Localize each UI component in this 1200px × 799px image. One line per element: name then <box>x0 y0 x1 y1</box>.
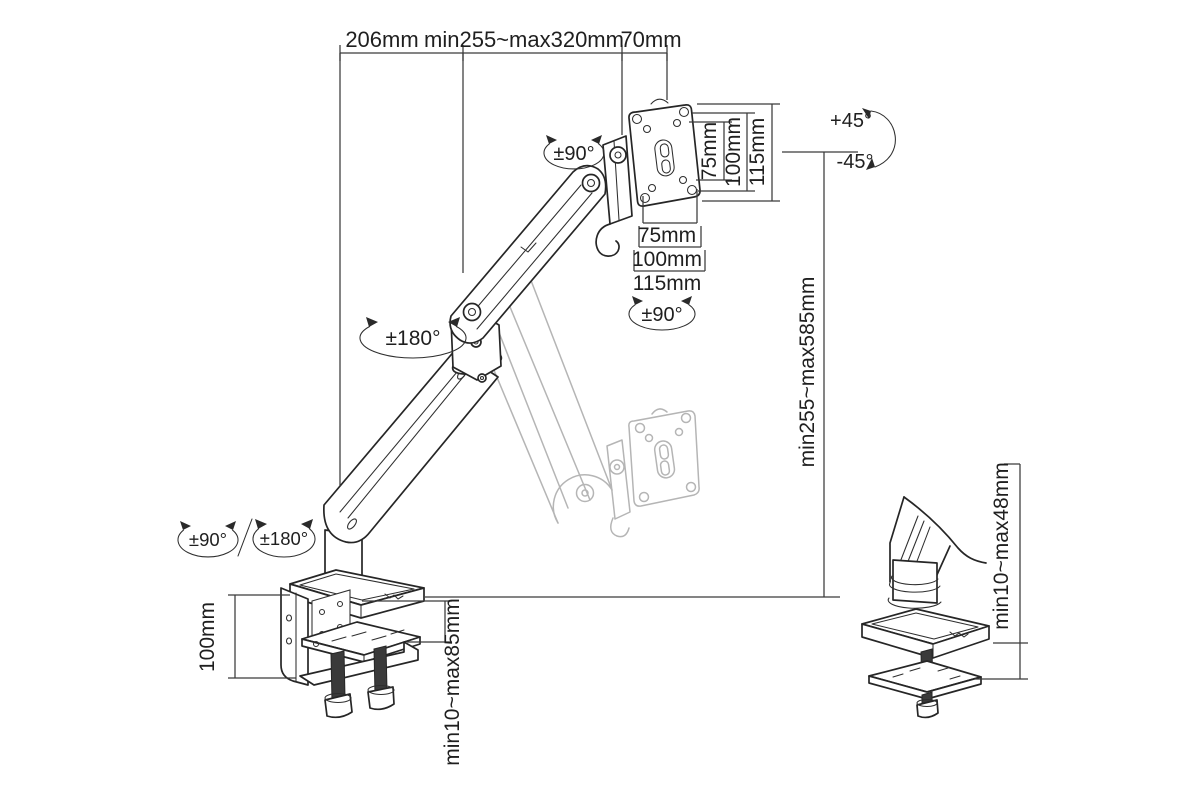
vesa-bottom-dimensions: 75mm 100mm 115mm <box>632 189 706 295</box>
grommet-base <box>861 608 990 659</box>
clamp-screw-2 <box>367 645 395 711</box>
clamp-bracket <box>280 587 309 686</box>
ghost-arm-position <box>461 251 700 538</box>
label-head-swivel: ±90° <box>553 143 594 165</box>
elbow-swivel-annotation: ±180° <box>359 317 467 359</box>
vesa-side-dimensions: 75mm 100mm 115mm <box>689 103 780 202</box>
vesa-rotation-annotation: ±90° <box>628 296 696 331</box>
label-tilt-up: +45° <box>830 110 872 132</box>
label-tilt-down: -45° <box>837 151 874 173</box>
grommet-mount-figure <box>861 496 990 719</box>
label-vesa-rotation: ±90° <box>641 304 682 326</box>
vesa-plate <box>628 98 701 207</box>
dim-clamp-range: min10~max85mm <box>441 598 464 765</box>
grommet-base-notch <box>949 631 969 638</box>
height-range-dimension: min255~max585mm <box>425 151 858 598</box>
vesa-side-100: 100mm <box>722 117 745 187</box>
ghost-vesa-plate <box>628 410 700 507</box>
head-tilt-bracket <box>595 135 633 257</box>
dim-elbow-to-head: min255~max320mm <box>424 27 624 52</box>
base-edge-notch <box>384 593 404 600</box>
head-swivel-annotation: ±90° <box>543 135 605 170</box>
cable-hook <box>595 223 620 257</box>
vesa-bottom-75: 75mm <box>638 224 696 247</box>
dim-base-to-elbow: 206mm <box>345 27 418 52</box>
grommet-bolt <box>868 648 982 719</box>
vesa-bottom-100: 100mm <box>632 248 702 271</box>
vesa-side-115: 115mm <box>746 118 769 186</box>
top-dimension-chain: 206mm min255~max320mm 70mm <box>339 27 682 486</box>
dim-grommet-range: min10~max48mm <box>990 462 1013 629</box>
grommet-riser <box>887 559 942 609</box>
clamp-screw-1 <box>324 650 353 719</box>
dim-head-offset: 70mm <box>620 27 681 52</box>
dim-clamp-height: 100mm <box>196 602 219 672</box>
base-swivel-annotation: ±90° ±180° <box>177 518 316 558</box>
dim-height-range: min255~max585mm <box>796 277 819 468</box>
tilt-arc-arrow <box>870 110 896 168</box>
monitor-arm <box>280 98 701 719</box>
clamp-height-dimension: 100mm <box>196 594 296 679</box>
label-elbow-swivel: ±180° <box>386 327 441 350</box>
ghost-head-bracket <box>606 439 631 520</box>
clamp-range-dimension: min10~max85mm <box>362 598 464 766</box>
clamp-base <box>280 569 425 719</box>
label-base-swivel-180: ±180° <box>260 528 308 549</box>
grommet-range-dimension: min10~max48mm <box>975 462 1028 680</box>
upper-arm <box>449 164 607 344</box>
tilt-annotation: +45° -45° <box>830 108 896 173</box>
clamp-lower-bar <box>299 641 419 686</box>
slash-divider <box>237 518 253 557</box>
vesa-bottom-115: 115mm <box>633 272 701 295</box>
label-base-swivel-90: ±90° <box>189 529 227 550</box>
vesa-side-75: 75mm <box>698 122 721 180</box>
dimension-annotations: 206mm min255~max320mm 70mm 75mm 100mm 11… <box>177 27 1028 766</box>
